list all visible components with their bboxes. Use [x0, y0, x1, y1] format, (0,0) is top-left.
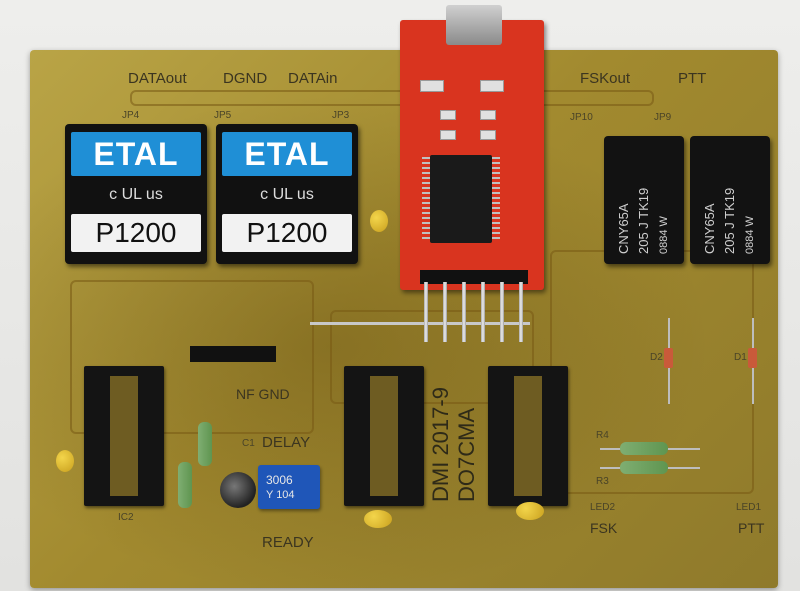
- label-d2: D2: [650, 352, 663, 363]
- label-ic2: IC2: [118, 512, 134, 523]
- trim-potentiometer: 3006 Y 104: [258, 465, 320, 509]
- opto-left-line3: 0884 W: [658, 216, 670, 254]
- label-callsign: DO7CMA: [454, 407, 479, 502]
- header-pin-4: [481, 282, 485, 342]
- smd-part-5: [440, 130, 456, 140]
- resistor-r4: [620, 442, 668, 455]
- pot-line2: Y 104: [266, 489, 295, 501]
- relay-left-model: P1200: [71, 214, 201, 252]
- label-d1: D1: [734, 352, 747, 363]
- smd-part-4: [480, 110, 496, 120]
- label-board-id: DMI 2017-9: [428, 387, 453, 502]
- header-pin-1: [424, 282, 428, 342]
- header-pin-3: [462, 282, 466, 342]
- relay-right: ETAL c UL us P1200: [216, 124, 358, 264]
- ic-socket-right: [488, 366, 568, 506]
- trace-center: [330, 310, 534, 404]
- ic-socket-left: [84, 366, 164, 506]
- label-data-in: DATAin: [288, 70, 338, 87]
- ic-socket-center: [344, 366, 424, 506]
- diode-d1: [748, 348, 757, 368]
- smd-part-3: [440, 110, 456, 120]
- nf-jumper-header: [190, 346, 276, 362]
- relay-left-cert: c UL us: [109, 186, 163, 203]
- ftdi-pin-header: [420, 270, 528, 284]
- trace-left-loop: [70, 280, 314, 434]
- resistor-vertical-1: [198, 422, 212, 466]
- trace-right-loop: [550, 250, 754, 494]
- smd-part-6: [480, 130, 496, 140]
- label-jp10: JP10: [570, 112, 593, 123]
- label-led1: LED1: [736, 502, 762, 513]
- header-pin-5: [500, 282, 504, 342]
- ftdi-chip: [430, 155, 492, 243]
- relay-right-cert: c UL us: [260, 186, 314, 203]
- label-ptt-bottom: PTT: [738, 520, 765, 536]
- relay-right-model: P1200: [222, 214, 352, 252]
- label-delay: DELAY: [262, 434, 311, 451]
- opto-right-line3: 0884 W: [744, 216, 756, 254]
- relay-left-brand: ETAL: [71, 132, 201, 176]
- trace-top: [130, 90, 654, 106]
- ceramic-cap-1: [370, 210, 388, 232]
- ceramic-cap-3: [364, 510, 392, 528]
- socket-center-slot: [370, 376, 398, 496]
- label-jp5: JP5: [214, 110, 232, 121]
- relay-right-brand: ETAL: [222, 132, 352, 176]
- pot-line1: 3006: [266, 473, 293, 487]
- optocoupler-left: CNY65A 205 J TK19 0884 W: [604, 136, 684, 264]
- label-jp9: JP9: [654, 112, 672, 123]
- resistor-vertical-2: [178, 462, 192, 508]
- opto-left-line1: CNY65A: [616, 203, 631, 254]
- label-nf-gnd: NF GND: [236, 386, 290, 402]
- label-c1: C1: [242, 438, 255, 449]
- label-dgnd: DGND: [223, 70, 268, 87]
- resistor-r3: [620, 461, 668, 474]
- label-ready: READY: [262, 534, 314, 551]
- label-jp4: JP4: [122, 110, 140, 121]
- header-pin-6: [519, 282, 523, 342]
- bridge-wire: [310, 322, 530, 325]
- smd-part-1: [420, 80, 444, 92]
- electrolytic-capacitor: [220, 472, 256, 508]
- mini-usb-connector: [446, 5, 502, 45]
- diode-d2: [664, 348, 673, 368]
- label-fsk: FSK: [590, 520, 618, 536]
- relay-left: ETAL c UL us P1200: [65, 124, 207, 264]
- opto-right-line1: CNY65A: [702, 203, 717, 254]
- header-pin-2: [443, 282, 447, 342]
- opto-left-line2: 205 J TK19: [636, 187, 651, 254]
- socket-left-slot: [110, 376, 138, 496]
- label-ptt-top: PTT: [678, 70, 707, 87]
- opto-right-line2: 205 J TK19: [722, 187, 737, 254]
- optocoupler-right: CNY65A 205 J TK19 0884 W: [690, 136, 770, 264]
- label-data-out: DATAout: [128, 70, 187, 87]
- ceramic-cap-2: [56, 450, 74, 472]
- label-jp3: JP3: [332, 110, 350, 121]
- smd-part-2: [480, 80, 504, 92]
- label-led2: LED2: [590, 502, 616, 513]
- label-r4: R4: [596, 430, 609, 441]
- label-fsk-out: FSKout: [580, 70, 631, 87]
- label-r3: R3: [596, 476, 609, 487]
- socket-right-slot: [514, 376, 542, 496]
- ceramic-cap-4: [516, 502, 544, 520]
